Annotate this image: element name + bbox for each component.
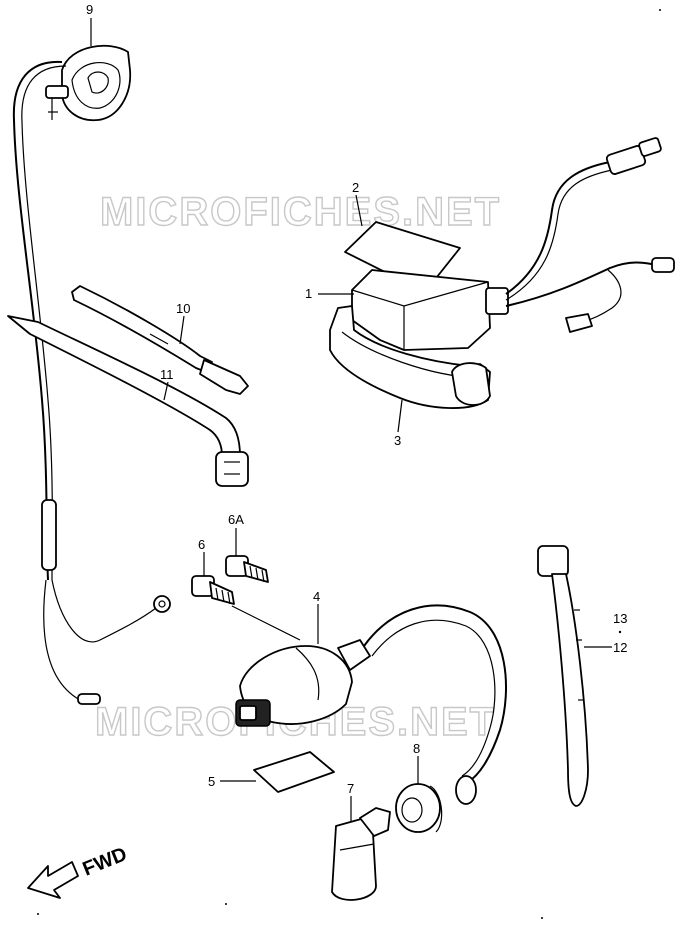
cdi-wire-upper: [505, 161, 611, 295]
part-11-clamp-tie[interactable]: [7, 315, 249, 487]
fwd-label: FWD: [80, 843, 130, 880]
callout-1: 1: [305, 286, 312, 301]
callout-9: 9: [86, 2, 93, 17]
part-12-13-tie-strap[interactable]: [537, 545, 589, 807]
leader-lines: [90, 18, 622, 822]
callout-11: 11: [160, 367, 174, 382]
part-8-grommet[interactable]: [395, 783, 443, 833]
cdi-connector-lower: [651, 257, 675, 273]
callout-7: 7: [347, 781, 354, 796]
fwd-arrow-icon: [27, 861, 79, 899]
ht-lead-end: [455, 775, 477, 805]
ht-lead: [363, 604, 508, 783]
cdi-wire-lower: [505, 261, 661, 307]
callout-13: 13: [613, 611, 627, 626]
signal-wire-terminal: [77, 693, 101, 705]
cdi-ground-terminal: [565, 313, 593, 333]
callout-10: 10: [176, 301, 190, 316]
callout-2: 2: [352, 180, 359, 195]
part-5-pad[interactable]: [253, 751, 335, 793]
part-6a-bolt[interactable]: [225, 555, 269, 583]
part-6-bolt[interactable]: [191, 575, 235, 605]
edge-dots: [37, 9, 661, 919]
ht-lead-2: [371, 619, 496, 777]
part-4-mount-line: [231, 605, 301, 641]
callout-5: 5: [208, 774, 215, 789]
ground-wire: [51, 579, 157, 643]
callout-6: 6: [198, 537, 205, 552]
cdi-wire-upper-2: [505, 169, 613, 301]
callout-8: 8: [413, 741, 420, 756]
callout-3: 3: [394, 433, 401, 448]
callout-4: 4: [313, 589, 320, 604]
part-7-plug-cap[interactable]: [331, 807, 391, 901]
ground-ring-terminal: [153, 595, 171, 613]
cdi-connector-upper: [605, 137, 662, 175]
callout-12: 12: [613, 640, 627, 655]
watermark-top: MICROFICHES.NET: [100, 190, 501, 234]
part-3-holder[interactable]: [329, 305, 491, 409]
part-9-pickup-coil[interactable]: [45, 44, 131, 122]
part-1-cdi-unit[interactable]: [351, 269, 509, 351]
part-10-band[interactable]: [71, 285, 249, 395]
signal-wire: [43, 579, 81, 701]
wire-sleeve: [41, 499, 57, 571]
callout-6a: 6A: [228, 512, 244, 527]
part-4-ignition-coil[interactable]: [235, 639, 371, 727]
